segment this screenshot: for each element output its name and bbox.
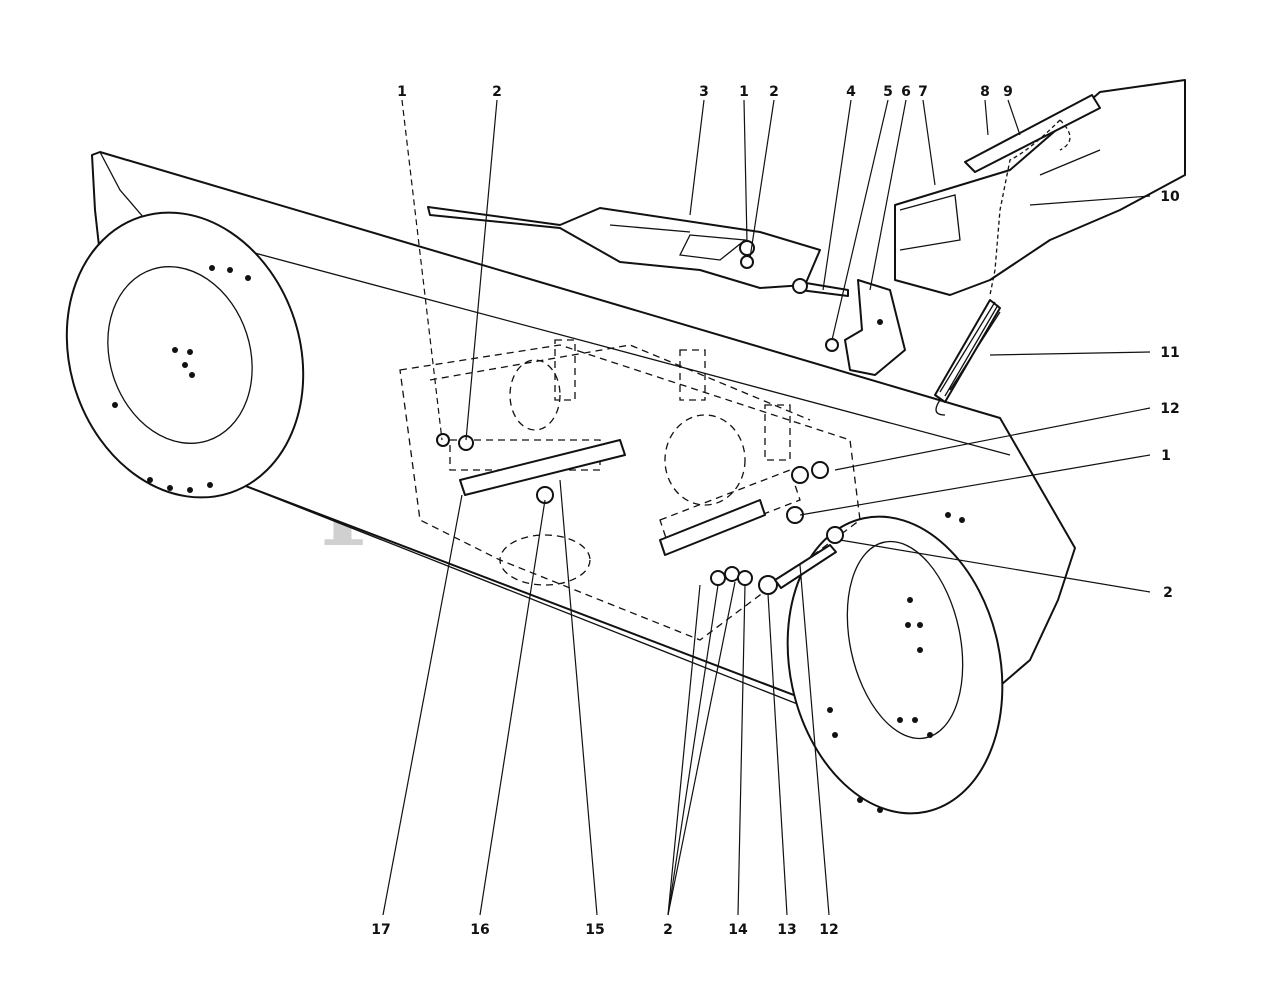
callout-16: 16 — [470, 922, 489, 938]
callout-labels: 1 2 3 1 2 4 5 6 7 8 9 10 11 12 1 2 17 16… — [371, 84, 1180, 938]
callout-7: 7 — [918, 84, 928, 100]
hidden-mounting-plates — [399, 339, 861, 641]
callout-13: 13 — [777, 922, 796, 938]
callout-5: 5 — [883, 84, 893, 100]
leader-lines — [382, 99, 1151, 916]
chain — [989, 119, 1071, 296]
callout-17: 17 — [371, 922, 390, 938]
callout-2-top-mid: 2 — [769, 84, 779, 100]
lift-bracket — [964, 94, 1101, 173]
tractor-frame — [894, 79, 1186, 296]
callout-2-top-left: 2 — [492, 84, 502, 100]
callout-12-bottom: 12 — [819, 922, 838, 938]
callout-12-right: 12 — [1160, 401, 1179, 417]
callout-3: 3 — [699, 84, 709, 100]
callout-6: 6 — [901, 84, 911, 100]
callout-2-right: 2 — [1163, 585, 1173, 601]
callout-11: 11 — [1160, 345, 1179, 361]
top-shield — [427, 206, 821, 289]
callout-4: 4 — [846, 84, 856, 100]
callout-15: 15 — [585, 922, 604, 938]
lower-linkage — [436, 433, 844, 595]
right-side-disc — [786, 512, 1004, 815]
callout-9: 9 — [1003, 84, 1013, 100]
callout-2-bottom: 2 — [663, 922, 673, 938]
callout-1-right: 1 — [1161, 448, 1171, 464]
callout-8: 8 — [980, 84, 990, 100]
callout-14: 14 — [728, 922, 748, 938]
callout-1-top-left: 1 — [397, 84, 407, 100]
callout-1-top-mid: 1 — [739, 84, 749, 100]
left-side-disc — [65, 211, 305, 499]
callout-10: 10 — [1160, 189, 1180, 205]
spring — [934, 299, 1001, 416]
